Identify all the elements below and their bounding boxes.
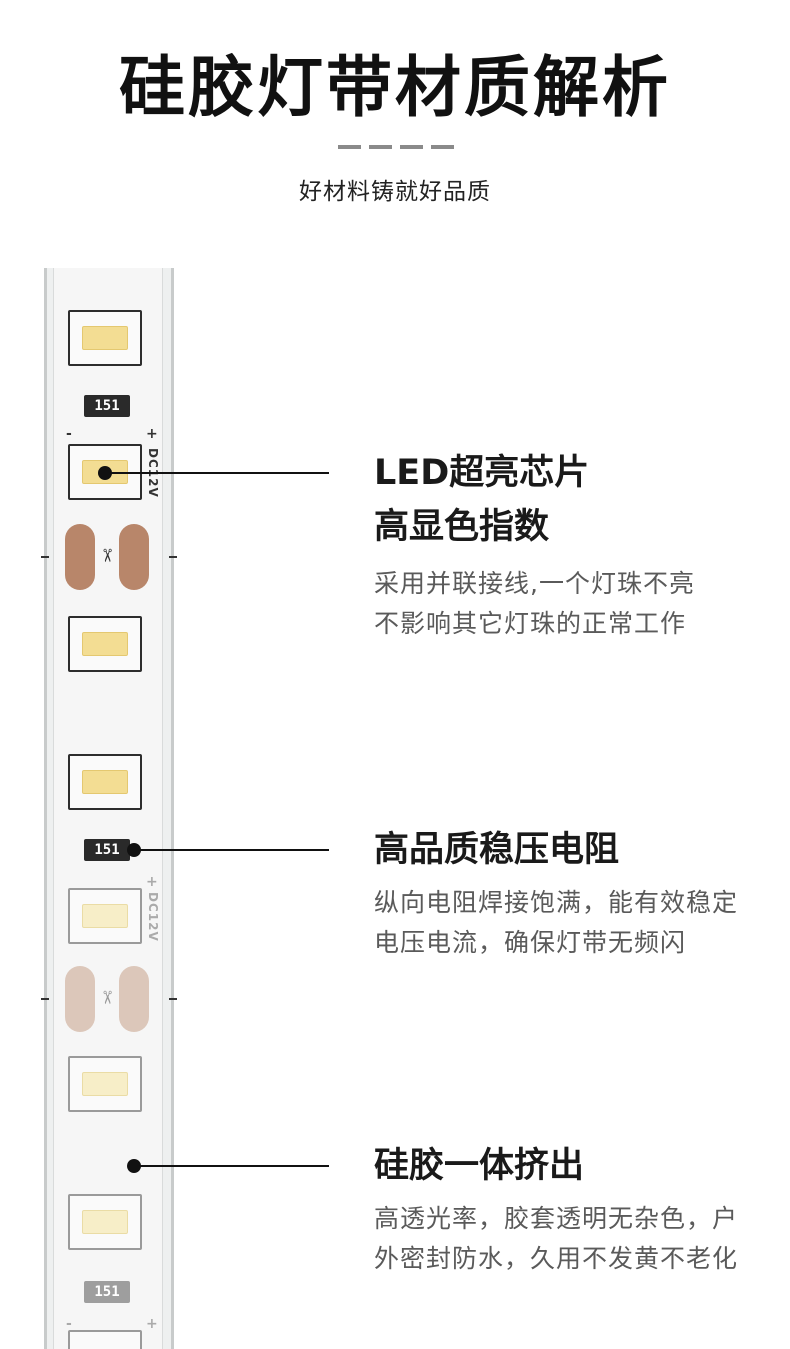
resistor: 151 bbox=[84, 1281, 130, 1303]
feature-heading: LED超亮芯片 bbox=[374, 453, 590, 493]
led-chip bbox=[68, 888, 142, 944]
led-chip bbox=[68, 1330, 142, 1349]
feature-heading: 高品质稳压电阻 bbox=[374, 830, 620, 870]
feature-resistor: 高品质稳压电阻 纵向电阻焊接饱满，能有效稳定 电压电流，确保灯带无频闪 bbox=[374, 823, 738, 963]
feature-heading: 硅胶一体挤出 bbox=[374, 1146, 585, 1186]
feature-led-chip: LED超亮芯片 高显色指数 采用并联接线,一个灯珠不亮 不影响其它灯珠的正常工作 bbox=[374, 446, 695, 644]
title-divider bbox=[338, 145, 454, 149]
minus-mark: - bbox=[66, 426, 72, 442]
callout-line bbox=[134, 1165, 329, 1167]
plus-mark: + bbox=[146, 426, 158, 442]
cut-line bbox=[41, 556, 177, 558]
callout-line bbox=[134, 849, 329, 851]
led-chip bbox=[68, 1056, 142, 1112]
resistor: 151 bbox=[84, 395, 130, 417]
solder-pad bbox=[65, 524, 95, 590]
plus-mark: + bbox=[146, 1316, 158, 1332]
scissor-icon: ✂ bbox=[96, 989, 118, 1006]
minus-mark: - bbox=[66, 1316, 72, 1332]
feature-description: 电压电流，确保灯带无频闪 bbox=[374, 928, 687, 957]
feature-description: 采用并联接线,一个灯珠不亮 bbox=[374, 569, 695, 598]
page-subtitle: 好材料铸就好品质 bbox=[299, 179, 491, 205]
solder-pad bbox=[119, 524, 149, 590]
plus-mark: + bbox=[146, 874, 158, 890]
voltage-label: DC12V bbox=[146, 892, 160, 942]
led-chip bbox=[68, 310, 142, 366]
feature-description: 不影响其它灯珠的正常工作 bbox=[374, 609, 687, 638]
callout-line bbox=[105, 472, 329, 474]
feature-description: 高透光率，胶套透明无杂色，户 bbox=[374, 1204, 739, 1233]
feature-description: 纵向电阻焊接饱满，能有效稳定 bbox=[374, 888, 739, 917]
solder-pad bbox=[65, 966, 95, 1032]
led-chip bbox=[68, 616, 142, 672]
feature-silicone: 硅胶一体挤出 高透光率，胶套透明无杂色，户 外密封防水，久用不发黄不老化 bbox=[374, 1139, 738, 1279]
scissor-icon: ✂ bbox=[96, 547, 118, 564]
led-chip bbox=[68, 1194, 142, 1250]
resistor: 151 bbox=[84, 839, 130, 861]
led-chip bbox=[68, 754, 142, 810]
solder-pad bbox=[119, 966, 149, 1032]
feature-heading: 高显色指数 bbox=[374, 507, 550, 547]
page-title: 硅胶灯带材质解析 bbox=[119, 49, 671, 126]
feature-description: 外密封防水，久用不发黄不老化 bbox=[374, 1244, 739, 1273]
cut-line bbox=[41, 998, 177, 1000]
